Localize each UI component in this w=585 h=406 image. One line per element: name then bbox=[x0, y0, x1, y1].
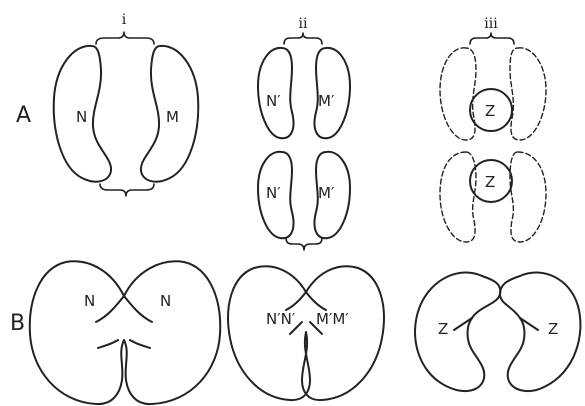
label-n-a-i: N bbox=[76, 108, 87, 126]
label-n-right-b-i: N bbox=[160, 292, 171, 310]
label-n-left-b-i: N bbox=[84, 292, 95, 310]
outline-left-top-iii bbox=[440, 48, 476, 140]
brace-top-ii bbox=[284, 33, 322, 44]
row-label-b: B bbox=[10, 311, 25, 336]
notch-right-b-ii bbox=[306, 292, 326, 310]
row-label-a: A bbox=[16, 103, 31, 128]
label-z-bottom-iii: Z bbox=[485, 173, 495, 191]
brace-bottom-i bbox=[100, 184, 154, 196]
notch-left-b-i bbox=[96, 296, 124, 322]
column-label-i: i bbox=[122, 12, 127, 28]
notch-left-b-ii bbox=[286, 292, 306, 310]
label-mm-b-ii: M′M′ bbox=[316, 310, 349, 328]
label-nprime-top-ii: N′ bbox=[266, 92, 281, 110]
label-z-left-b-iii: Z bbox=[438, 320, 448, 338]
notch-lower-right-b-i bbox=[130, 340, 150, 348]
body-z-left-b-iii bbox=[415, 273, 500, 392]
label-z-top-iii: Z bbox=[485, 102, 495, 120]
brace-top-iii bbox=[470, 33, 514, 44]
body-heart-b-i bbox=[30, 261, 220, 404]
label-nprime-bottom-ii: N′ bbox=[266, 184, 281, 202]
column-label-ii: ii bbox=[299, 16, 308, 32]
notch-lower-left-b-i bbox=[98, 340, 118, 348]
label-mprime-top-ii: M′ bbox=[318, 92, 335, 110]
notch-right-b-i bbox=[124, 296, 152, 322]
column-label-iii: iii bbox=[484, 16, 498, 32]
label-z-right-b-iii: Z bbox=[548, 320, 558, 338]
body-heart-b-ii bbox=[228, 266, 384, 400]
outline-right-bottom-iii bbox=[510, 152, 546, 242]
brace-bottom-ii bbox=[286, 238, 322, 250]
outline-right-top-iii bbox=[510, 48, 546, 140]
body-z-right-b-iii bbox=[500, 273, 580, 392]
label-mprime-bottom-ii: M′ bbox=[318, 184, 335, 202]
outline-left-bottom-iii bbox=[440, 152, 476, 242]
label-nn-b-ii: N′N′ bbox=[266, 310, 296, 328]
brace-top-i bbox=[96, 32, 154, 44]
label-m-a-i: M bbox=[166, 108, 179, 126]
